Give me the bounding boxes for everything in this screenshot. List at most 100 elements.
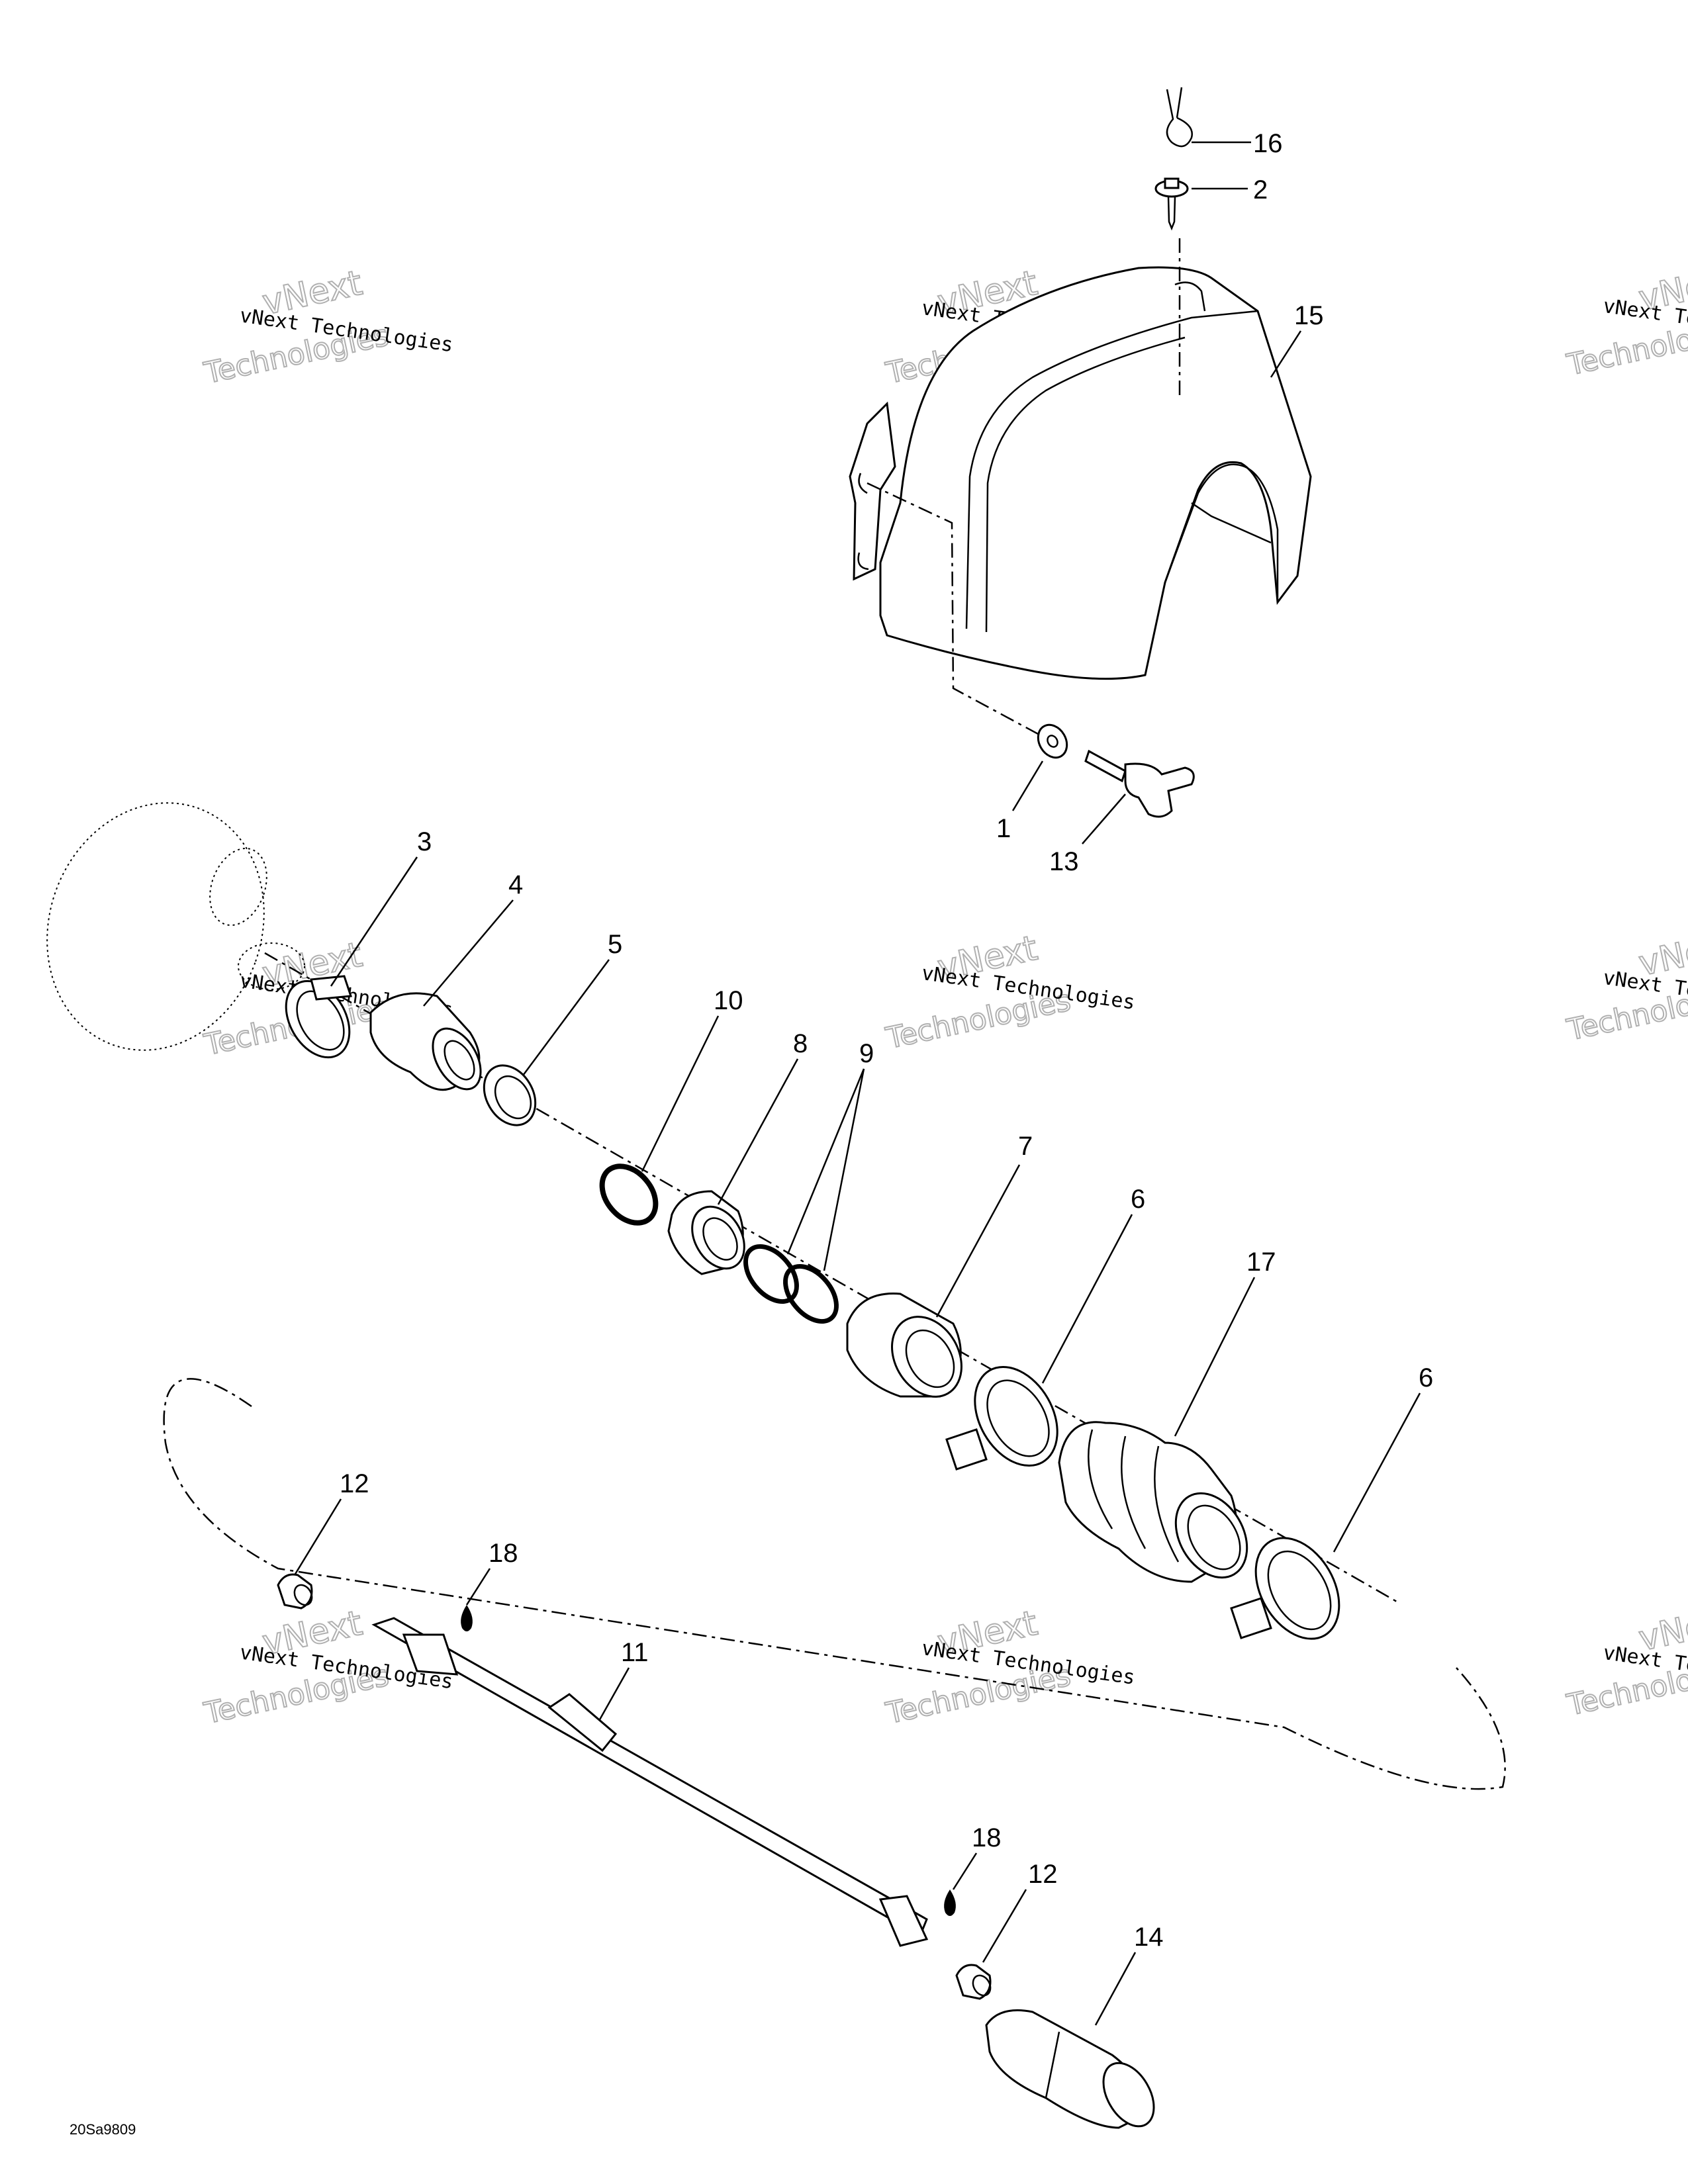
shaft-main <box>371 1617 928 1938</box>
callout-2: 2 <box>1253 175 1268 205</box>
leader-lines <box>293 141 1421 2026</box>
leader-1 <box>1011 760 1044 811</box>
part-ring <box>483 1064 537 1126</box>
centerline-cover-bolt <box>867 482 1040 736</box>
leader-8 <box>717 1058 799 1205</box>
part-screw <box>1154 177 1189 231</box>
leader-9b <box>823 1068 865 1271</box>
leader-18b <box>952 1852 978 1890</box>
leader-11 <box>598 1667 630 1721</box>
leader-14 <box>1094 1952 1137 2026</box>
watermark-right-bottom: vNext Technologies vNext Technologies <box>1563 1599 1688 1723</box>
drawing-code: 20Sa9809 <box>70 2121 136 2138</box>
bracket-hook-upper <box>858 473 868 494</box>
part-bushing <box>667 1190 745 1275</box>
part-sleeve <box>846 1293 962 1398</box>
callout-18b: 18 <box>972 1823 1002 1852</box>
cover-shell <box>879 266 1312 680</box>
sleeve-bore <box>905 1329 955 1388</box>
part-o-ring-9b <box>783 1263 839 1324</box>
coupler-body <box>985 2009 1143 2129</box>
part-washer <box>1037 723 1068 759</box>
leader-17 <box>1174 1277 1256 1437</box>
part-boot-adapter <box>369 992 482 1091</box>
shaft-collar <box>547 1693 618 1752</box>
part-hose-clamp-b <box>1230 1537 1340 1640</box>
shaft-spline-lower <box>878 1895 929 1947</box>
grease-drop-icon <box>461 1605 473 1631</box>
clamp-b-screw-housing <box>1230 1597 1272 1639</box>
part-o-ring <box>599 1163 659 1226</box>
clamp-a-screw-housing <box>945 1428 988 1471</box>
clamp-a-band <box>974 1365 1058 1467</box>
shaft-spline-upper <box>402 1633 459 1676</box>
clamp-ring <box>285 979 351 1059</box>
part-coupler <box>985 2009 1155 2129</box>
clamp-b-band <box>1254 1537 1340 1640</box>
part-bellows-boot <box>1058 1421 1248 1583</box>
clip-body <box>1166 89 1193 148</box>
callout-15: 15 <box>1294 301 1324 330</box>
part-clamp <box>285 975 353 1059</box>
clamp-b-inner <box>1267 1550 1332 1631</box>
clamp-screw-housing <box>310 975 353 1001</box>
boot-end-bore <box>1187 1504 1241 1570</box>
callout-18a: 18 <box>489 1539 518 1568</box>
adapter-end-face <box>432 1027 482 1091</box>
plug-a-face <box>293 1584 313 1606</box>
part-drive-shaft <box>371 1617 929 1947</box>
pulley-hub-dotted <box>209 847 267 927</box>
leader-6a <box>1041 1214 1133 1384</box>
part-o-ring-9a <box>743 1244 799 1304</box>
coupler-face <box>1102 2062 1155 2128</box>
callout-10: 10 <box>714 986 743 1015</box>
leader-4 <box>423 899 514 1007</box>
part-wing-bolt <box>1084 749 1195 818</box>
part-cover <box>849 266 1312 680</box>
ring-inner <box>494 1075 532 1120</box>
washer-outer <box>1037 723 1068 759</box>
part-clip <box>1166 87 1193 148</box>
cover-top-hole <box>1174 281 1206 312</box>
centerline-loop <box>163 1378 1506 1790</box>
pulley-outer-dotted <box>46 802 265 1051</box>
adapter-bore <box>444 1040 475 1081</box>
cover-ridge-line <box>965 310 1258 629</box>
callout-4: 4 <box>508 870 523 899</box>
callout-8: 8 <box>793 1029 808 1058</box>
bracket-hook-lower <box>857 552 869 570</box>
grease-drop-icon <box>944 1889 956 1916</box>
callout-5: 5 <box>608 930 622 959</box>
washer-hole <box>1047 735 1058 748</box>
watermark-right-top: vNext Technologies vNext Technologies <box>1563 259 1688 383</box>
callout-1: 1 <box>996 814 1011 843</box>
cover-left-bracket <box>849 401 896 581</box>
watermark-center-bottom: vNext Technologies vNext Technologies <box>882 1603 1137 1731</box>
leader-13 <box>1082 794 1126 844</box>
leader-5 <box>522 959 610 1076</box>
part-hose-clamp-a <box>945 1365 1058 1471</box>
leader-6b <box>1333 1392 1421 1553</box>
watermark-right-mid: vNext Technologies vNext Technologies <box>1563 924 1688 1048</box>
leader-7 <box>935 1164 1021 1318</box>
bolt-wing-head <box>1124 762 1195 818</box>
boot-fold-1 <box>1088 1429 1113 1529</box>
watermark-center-mid: vNext Technologies vNext Technologies <box>882 928 1137 1056</box>
bushing-bore <box>702 1217 738 1261</box>
boot-end-face <box>1174 1492 1248 1579</box>
callout-12a: 12 <box>340 1469 369 1498</box>
boot-fold-2 <box>1121 1435 1147 1549</box>
callout-17: 17 <box>1246 1248 1276 1277</box>
leader-12a <box>293 1498 342 1576</box>
callout-6a: 6 <box>1131 1185 1145 1214</box>
callout-labels: 16 2 15 1 13 3 4 5 10 8 9 7 6 17 6 12 18… <box>340 129 1433 1952</box>
leader-15 <box>1270 330 1302 378</box>
leader-18a <box>465 1568 491 1606</box>
cover-arch-edge <box>1191 502 1272 544</box>
callout-12b: 12 <box>1028 1860 1058 1889</box>
callout-16: 16 <box>1253 129 1283 158</box>
screw-drive <box>1164 177 1180 189</box>
callout-13: 13 <box>1049 847 1079 876</box>
ring-outer <box>483 1064 537 1126</box>
